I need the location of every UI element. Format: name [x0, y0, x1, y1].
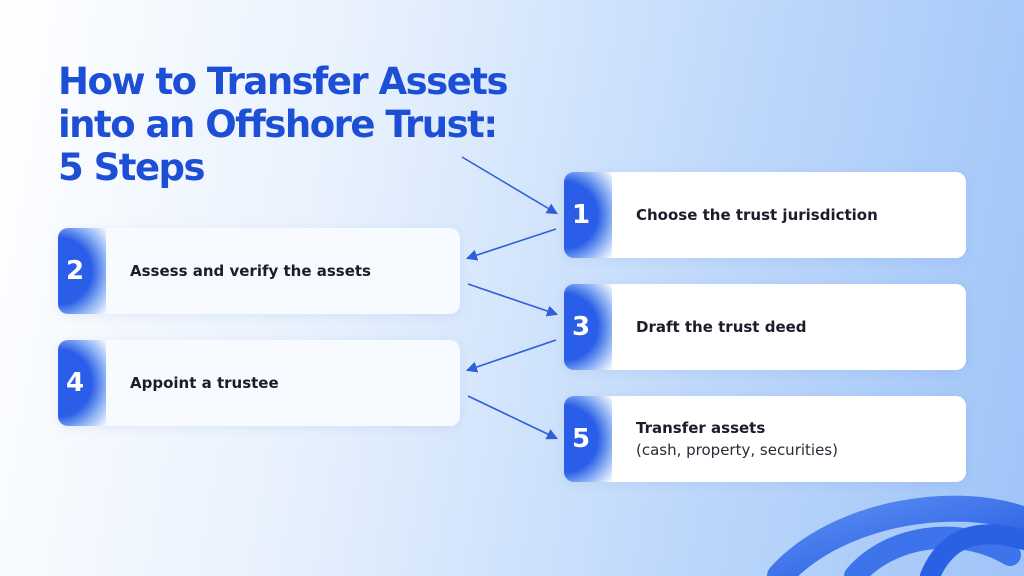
step-text-3: Draft the trust deed: [636, 318, 807, 336]
step-number-1: 1: [572, 200, 591, 230]
step-text-4: Appoint a trustee: [130, 374, 279, 392]
step-card-4: 4 Appoint a trustee: [58, 340, 460, 426]
title-line-2: into an Offshore Trust:: [58, 103, 498, 146]
title-line-1: How to Transfer Assets: [58, 60, 509, 103]
arrow-title-to-step-1: [461, 156, 558, 215]
step-number-3: 3: [572, 312, 591, 342]
step-card-3: 3 Draft the trust deed: [564, 284, 966, 370]
step-number-5: 5: [572, 424, 591, 454]
step-card-1: 1 Choose the trust jurisdiction: [564, 172, 966, 258]
step-label-2: Assess and verify the assets: [130, 260, 371, 282]
step-badge-3: 3: [564, 284, 612, 370]
step-label-3: Draft the trust deed: [636, 316, 807, 338]
arrow-step-1-to-step-2: [465, 228, 557, 261]
step-badge-5: 5: [564, 396, 612, 482]
step-badge-4: 4: [58, 340, 106, 426]
step-text-2: Assess and verify the assets: [130, 262, 371, 280]
step-text-5: Transfer assets: [636, 419, 766, 437]
title-line-3: 5 Steps: [58, 146, 206, 189]
step-text-1: Choose the trust jurisdiction: [636, 206, 878, 224]
arrow-step-2-to-step-3: [467, 283, 559, 317]
step-card-5: 5 Transfer assets (cash, property, secur…: [564, 396, 966, 482]
step-number-2: 2: [66, 256, 85, 286]
step-label-5: Transfer assets (cash, property, securit…: [636, 417, 838, 461]
step-subtext-5: (cash, property, securities): [636, 441, 838, 459]
step-badge-2: 2: [58, 228, 106, 314]
arrow-step-3-to-step-4: [465, 339, 557, 373]
step-badge-1: 1: [564, 172, 612, 258]
step-label-4: Appoint a trustee: [130, 372, 279, 394]
step-card-2: 2 Assess and verify the assets: [58, 228, 460, 314]
step-label-1: Choose the trust jurisdiction: [636, 204, 878, 226]
page-title: How to Transfer Assets into an Offshore …: [58, 60, 509, 189]
step-number-4: 4: [66, 368, 85, 398]
arrow-step-4-to-step-5: [467, 395, 559, 440]
